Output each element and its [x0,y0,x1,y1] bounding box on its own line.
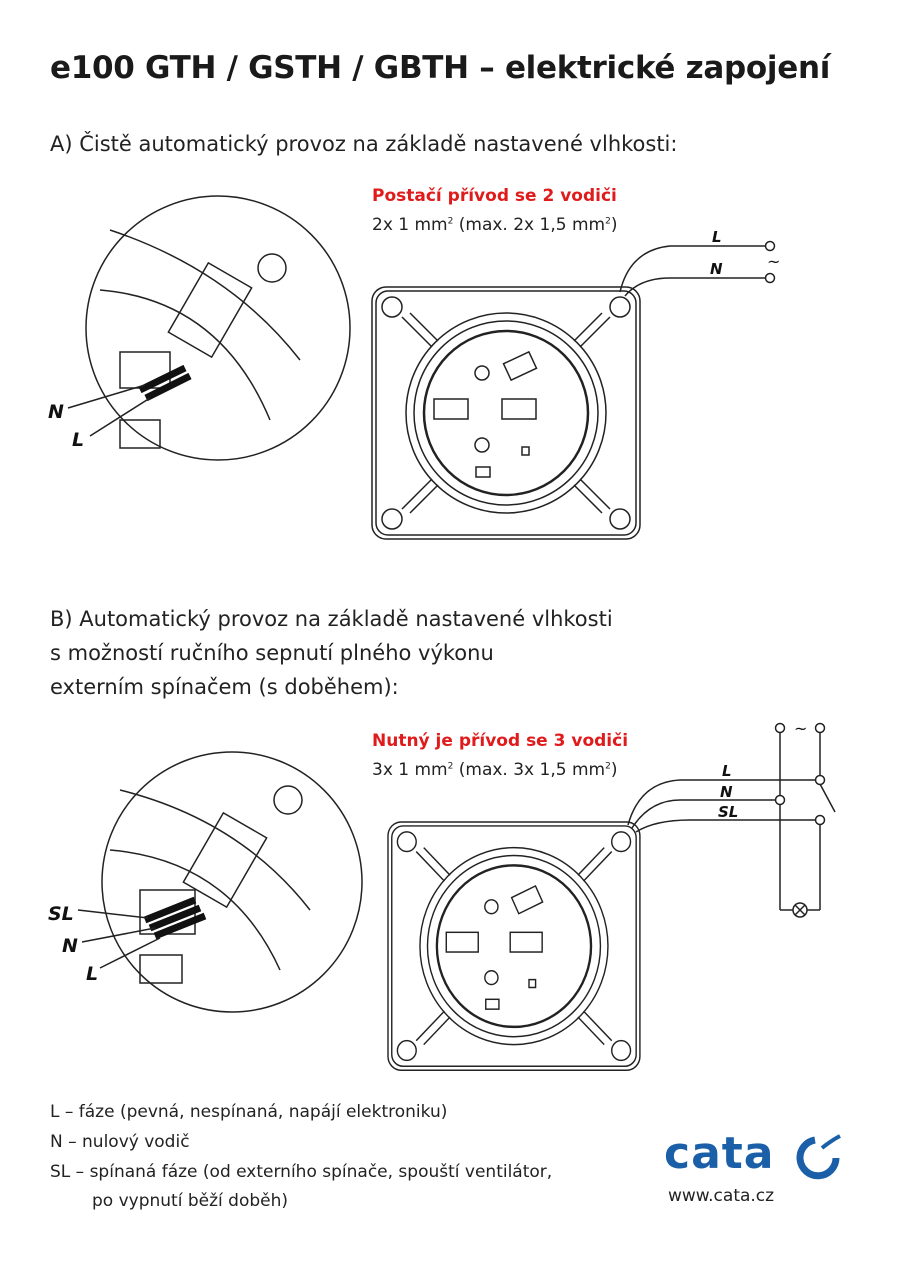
supply-wiring-a: L N ~ [619,228,780,297]
section-a-heading: A) Čistě automatický provoz na základě n… [50,132,678,156]
callout-n: N [62,935,78,957]
section-b-heading-3: externím spínačem (s doběhem): [50,675,399,699]
spec-sup: 2 [605,761,611,772]
supply-wiring-b: L N SL ~ [627,719,836,918]
cata-logo-swirl-icon [796,1134,841,1180]
spec-text: ) [610,760,618,780]
legend-sl-cont: po vypnutí běží doběh) [92,1191,288,1211]
cata-logo: cata [664,1128,775,1179]
spec-text: 2x 1 mm [372,215,448,235]
ac-symbol: ~ [767,252,780,271]
spec-sup: 2 [605,216,611,227]
legend-sl: SL – spínaná fáze (od externího spínače,… [50,1162,553,1182]
wire-label-n: N [720,783,733,801]
spec-text: (max. 3x 1,5 mm [453,760,606,780]
section-b-cable-spec: 3x 1 mm2 (max. 3x 1,5 mm2) [372,760,617,780]
legend-l: L – fáze (pevná, nespínaná, napájí elekt… [50,1102,448,1122]
section-a-cable-spec: 2x 1 mm2 (max. 2x 1,5 mm2) [372,215,617,235]
section-b-heading-1: B) Automatický provoz na základě nastave… [50,607,613,631]
spec-sup: 2 [447,761,454,772]
page-title: e100 GTH / GSTH / GBTH – elektrické zapo… [50,50,831,86]
ac-symbol: ~ [794,719,807,738]
fan-front-b [386,820,642,1072]
wire-label-l: L [722,762,732,780]
spec-text: 3x 1 mm [372,760,448,780]
callout-l: L [86,963,98,985]
spec-sup: 2 [447,216,454,227]
website-url[interactable]: www.cata.cz [668,1186,775,1206]
spec-text: ) [610,215,618,235]
callout-n: N [48,401,64,423]
wire-label-l: L [712,228,722,246]
terminal-closeup-a: N L [48,195,351,461]
wire-label-sl: SL [718,803,738,821]
section-b-heading-2: s možností ručního sepnutí plného výkonu [50,641,494,665]
terminal-closeup-b: SL N L [48,751,363,1013]
spec-text: (max. 2x 1,5 mm [453,215,606,235]
section-b-wire-note: Nutný je přívod se 3 vodiči [372,731,629,751]
fan-front-a [370,285,642,541]
section-a-wire-note: Postačí přívod se 2 vodiči [372,186,617,206]
callout-l: L [72,429,84,451]
wire-label-n: N [710,260,723,278]
legend-n: N – nulový vodič [50,1132,190,1152]
callout-sl: SL [48,903,74,925]
